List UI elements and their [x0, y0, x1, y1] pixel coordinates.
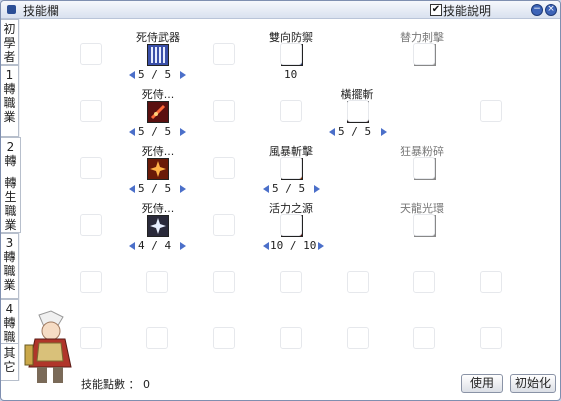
- skill-level: 5 / 5: [138, 182, 172, 195]
- level-up-arrow-icon[interactable]: [180, 71, 186, 79]
- empty-skill-slot: [146, 327, 168, 349]
- empty-skill-slot: [280, 43, 302, 65]
- skill-level: 5 / 5: [138, 68, 172, 81]
- burst-skill-icon[interactable]: [147, 158, 169, 180]
- empty-skill-slot: [146, 271, 168, 293]
- empty-skill-slot: [80, 214, 102, 236]
- skill-name: 雙向防禦: [269, 31, 313, 44]
- use-button[interactable]: 使用: [461, 374, 503, 393]
- skill-points-label: 技能點數 ： 0: [81, 378, 150, 391]
- empty-skill-slot: [213, 271, 235, 293]
- empty-skill-slot: [213, 157, 235, 179]
- empty-skill-slot: [213, 43, 235, 65]
- empty-skill-slot: [413, 327, 435, 349]
- empty-skill-slot: [480, 271, 502, 293]
- empty-skill-slot: [80, 43, 102, 65]
- reset-button[interactable]: 初始化: [510, 374, 556, 393]
- weapon-skill-icon[interactable]: [147, 44, 169, 66]
- skill-name: 替力刺擊: [400, 31, 444, 44]
- skill-grid: 死侍武器 5 / 5 雙向防禦 10 替力刺擊 死侍... 5 / 5 橫擺斬 …: [20, 19, 558, 369]
- flash-skill-icon[interactable]: [147, 215, 169, 237]
- skill-level: 5 / 5: [338, 125, 372, 138]
- level-up-arrow-icon[interactable]: [180, 128, 186, 136]
- window-icon: [7, 5, 16, 14]
- slash-skill-icon[interactable]: [147, 101, 169, 123]
- empty-skill-slot: [213, 100, 235, 122]
- empty-skill-slot: [480, 327, 502, 349]
- skill-name: 風暴斬擊: [269, 145, 313, 158]
- empty-skill-slot: [347, 100, 369, 122]
- title-bar[interactable]: 技能欄 ✔ 技能說明 − ×: [1, 1, 560, 19]
- skill-level: 5 / 5: [272, 182, 306, 195]
- empty-skill-slot: [280, 327, 302, 349]
- show-description-checkbox[interactable]: ✔: [430, 4, 442, 16]
- empty-skill-slot: [413, 214, 435, 236]
- skill-name: 死侍...: [141, 88, 175, 101]
- level-down-arrow-icon[interactable]: [263, 185, 269, 193]
- empty-skill-slot: [80, 327, 102, 349]
- empty-skill-slot: [280, 271, 302, 293]
- level-down-arrow-icon[interactable]: [129, 242, 135, 250]
- level-up-arrow-icon[interactable]: [381, 128, 387, 136]
- skill-name: 死侍...: [141, 145, 175, 158]
- empty-skill-slot: [347, 327, 369, 349]
- skill-name: 活力之源: [269, 202, 313, 215]
- level-down-arrow-icon[interactable]: [129, 128, 135, 136]
- empty-skill-slot: [480, 100, 502, 122]
- level-down-arrow-icon[interactable]: [129, 71, 135, 79]
- empty-skill-slot: [280, 214, 302, 236]
- level-down-arrow-icon[interactable]: [263, 242, 269, 250]
- skill-level: 5 / 5: [138, 125, 172, 138]
- empty-skill-slot: [280, 100, 302, 122]
- window-title: 技能欄: [23, 4, 60, 18]
- skill-level: 10 / 10: [270, 239, 317, 252]
- skill-name: 橫擺斬: [340, 88, 374, 101]
- skill-name: 狂暴粉碎: [400, 145, 444, 158]
- level-down-arrow-icon[interactable]: [129, 185, 135, 193]
- level-up-arrow-icon[interactable]: [318, 242, 324, 250]
- empty-skill-slot: [80, 271, 102, 293]
- tab-novice[interactable]: 初學者: [1, 19, 19, 65]
- level-up-arrow-icon[interactable]: [180, 185, 186, 193]
- level-up-arrow-icon[interactable]: [180, 242, 186, 250]
- empty-skill-slot: [80, 157, 102, 179]
- character-avatar: [24, 310, 72, 383]
- empty-skill-slot: [413, 271, 435, 293]
- level-down-arrow-icon[interactable]: [329, 128, 335, 136]
- skill-level: 4 / 4: [138, 239, 172, 252]
- skill-name: 死侍...: [141, 202, 175, 215]
- close-icon[interactable]: ×: [545, 4, 557, 16]
- skill-level: 10: [284, 68, 298, 81]
- skill-name: 天龍光環: [400, 202, 444, 215]
- empty-skill-slot: [213, 327, 235, 349]
- level-up-arrow-icon[interactable]: [314, 185, 320, 193]
- empty-skill-slot: [213, 214, 235, 236]
- empty-skill-slot: [413, 43, 435, 65]
- empty-skill-slot: [347, 271, 369, 293]
- empty-skill-slot: [80, 100, 102, 122]
- minimize-icon[interactable]: −: [531, 4, 543, 16]
- empty-skill-slot: [413, 157, 435, 179]
- tab-other[interactable]: 其它: [1, 343, 19, 381]
- show-description-label: 技能說明: [443, 4, 492, 18]
- skill-name: 死侍武器: [136, 31, 180, 44]
- empty-skill-slot: [280, 157, 302, 179]
